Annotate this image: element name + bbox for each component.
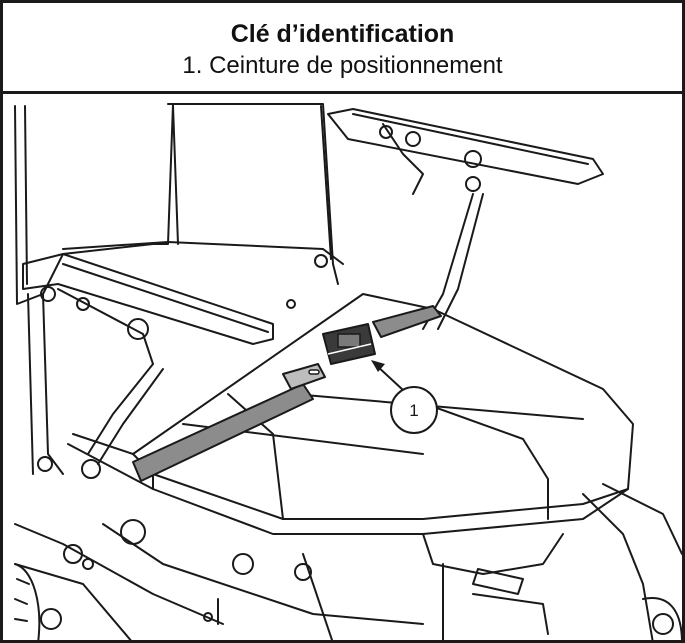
positioning-belt xyxy=(132,305,442,482)
left-wheel xyxy=(14,563,62,640)
callout-1: 1 xyxy=(371,360,438,434)
left-armrest xyxy=(22,253,274,479)
callout-1-number: 1 xyxy=(409,401,418,420)
key-item-label: 1. Ceinture de positionnement xyxy=(182,52,503,79)
key-title: Clé d’identification xyxy=(230,20,455,48)
backrest xyxy=(14,103,344,305)
key-header: Clé d’identification 1. Ceinture de posi… xyxy=(3,3,682,94)
right-wheel xyxy=(642,597,682,640)
right-armrest xyxy=(327,108,604,330)
wheelchair-illustration: 1 xyxy=(14,103,682,640)
chair-base xyxy=(14,483,682,640)
